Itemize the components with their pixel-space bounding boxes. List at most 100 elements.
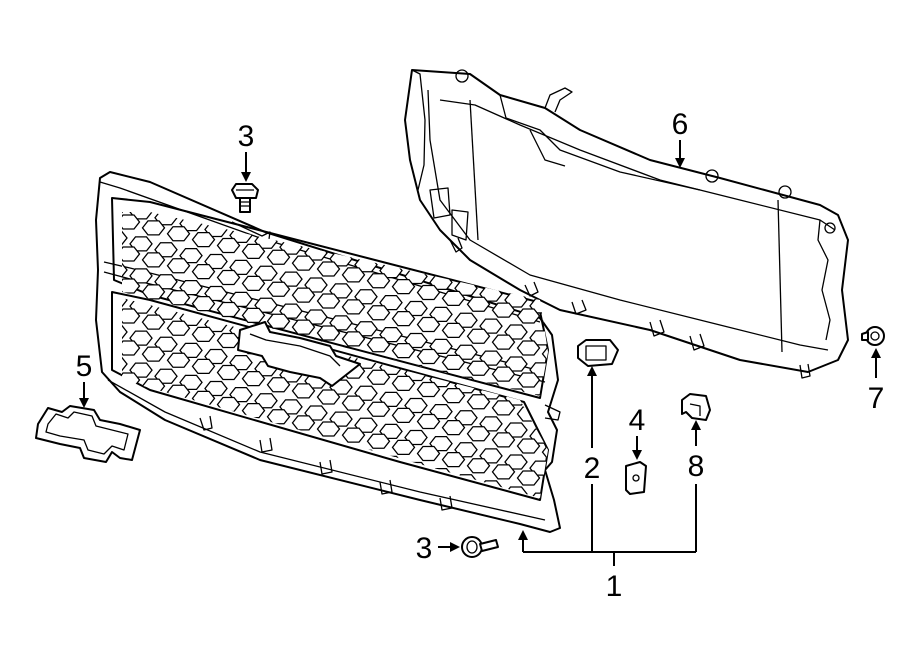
mesh-cell [291,383,316,399]
leader-lines [79,140,881,566]
bowtie-emblem [35,405,141,463]
mesh-cell [241,370,266,387]
mesh-cell [122,246,141,262]
mesh-cell [466,394,491,410]
mesh-cell [491,366,516,382]
mesh-cell [241,275,266,292]
mesh-cell [366,433,391,449]
mesh-cell [316,421,341,437]
mesh-cell [341,267,366,283]
mesh-cell [141,346,166,362]
grille-assembly [95,171,561,533]
mesh-cell [391,342,416,359]
mesh-cell [122,356,128,372]
callout-3-lower: 3 [416,532,433,565]
mesh-cell [466,426,491,442]
mesh-cell [122,214,141,230]
mesh-cell [516,372,541,388]
mesh-cell [266,313,291,329]
mesh-cell [441,354,466,371]
mesh-cell [391,310,416,327]
mesh-cell [366,305,391,321]
bolt-lower [461,536,499,558]
callout-3-upper: 3 [238,120,255,153]
mesh-cell [241,307,266,324]
mesh-cell [191,326,216,343]
mesh-cell [291,319,316,335]
mesh-cell [516,438,541,454]
mesh-cell [366,273,391,289]
mesh-cell [441,419,466,436]
mesh-cell [416,445,441,462]
mesh-cell [316,389,341,405]
mesh-cell [166,226,191,242]
mesh-cell [291,287,316,303]
mesh-cell [191,295,216,312]
mesh-cell [166,290,191,306]
callout-6: 6 [672,108,689,141]
callout-2: 2 [584,452,601,485]
mesh-cell [491,400,516,416]
retainer-nut [625,461,647,495]
mesh-cell [122,230,128,246]
mesh-cell [122,324,128,340]
mesh-cell [366,369,391,385]
mesh-cell [466,360,491,376]
mesh-cell [266,409,291,425]
mesh-cell [391,375,416,392]
mesh-cell [516,470,541,486]
mesh-cell [291,415,316,431]
callout-1: 1 [606,570,623,603]
callout-7: 7 [868,382,885,415]
mesh-cell [122,340,141,356]
callout-5: 5 [76,350,93,383]
mesh-cell [441,451,466,468]
support-mount-tabs [449,69,836,379]
mesh-cell [466,328,491,344]
mesh-cell [491,432,516,448]
mesh-cell [191,358,216,375]
mesh-cell [141,252,166,268]
mesh-cell [491,334,516,350]
mesh-cell [516,308,541,324]
mesh-cell [216,301,241,318]
mesh-cell [141,284,166,300]
mesh-cell [341,395,366,411]
grille-support-bracket [404,69,849,379]
mesh-cell [216,332,241,349]
mesh-cell [466,296,491,312]
mesh-cell [441,290,466,307]
grille-clip [577,339,619,367]
mesh-cell [216,269,241,286]
mesh-cell [416,413,441,430]
mesh-cell [141,314,166,330]
mesh-cell [416,284,441,301]
mesh-cell [122,404,141,420]
callout-4: 4 [629,404,646,437]
mesh-cell [466,458,491,474]
mesh-cell [341,299,366,315]
mesh-cell [141,220,166,236]
mesh-cell [491,302,516,318]
callout-labels: 1 2 3 3 4 5 6 7 8 [76,108,885,603]
mesh-cell [122,298,128,308]
bracket-clip [681,393,711,421]
mesh-cell [416,316,441,333]
mesh-cell [122,308,141,324]
push-pin [861,326,885,346]
mesh-cell [266,249,291,265]
mesh-cell [266,281,291,297]
mesh-cell [216,364,241,381]
mesh-cell [316,293,341,309]
mesh-cell [391,439,416,456]
mesh-cell [391,407,416,424]
mesh-cell [241,243,266,260]
mesh-cell [391,278,416,295]
mesh-cell [191,231,216,248]
mesh-cell [316,261,341,277]
mesh-cell [416,381,441,398]
mesh-cell [216,237,241,254]
mesh-cell [291,255,316,271]
mesh-cell [122,262,128,278]
